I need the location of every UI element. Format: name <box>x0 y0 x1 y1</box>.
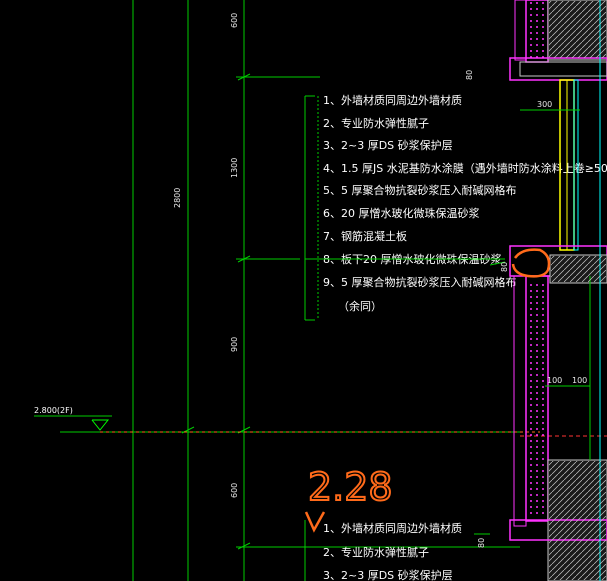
concrete-hatch-bottom <box>549 461 606 580</box>
elevation-marker: 2.800(2F) <box>34 406 112 431</box>
note-top-9: 9、5 厚聚合物抗裂砂浆压入耐碱网格布 <box>323 275 517 289</box>
note-top-10: （余同） <box>338 299 382 313</box>
dim-1300: 1300 <box>230 158 239 178</box>
note-top-2: 2、专业防水弹性腻子 <box>323 116 429 130</box>
note-top-3: 3、2~3 厚DS 砂浆保护层 <box>323 138 453 152</box>
concrete-hatch-top <box>549 1 606 58</box>
dim-80-top: 80 <box>465 70 474 80</box>
note-top-6: 6、20 厚憎水玻化微珠保温砂浆 <box>323 206 480 220</box>
notes-bottom: 1、外墙材质同周边外墙材质 2、专业防水弹性腻子 3、2~3 厚DS 砂浆保护层 <box>304 520 462 581</box>
insulation-hatch-top <box>528 0 546 58</box>
insulation-hatch-bottom <box>528 280 546 518</box>
handwritten-elevation: 2.28 <box>308 465 393 509</box>
dim-80-bottom: 80 <box>477 538 486 548</box>
dim-600-bottom: 600 <box>230 483 239 498</box>
dim-2800-overall: 2800 <box>173 188 182 208</box>
note-top-5: 5、5 厚聚合物抗裂砂浆压入耐碱网格布 <box>323 183 517 197</box>
note-top-1: 1、外墙材质同周边外墙材质 <box>323 93 462 107</box>
note-top-7: 7、钢筋混凝土板 <box>323 229 407 243</box>
elevation-label: 2.800(2F) <box>34 406 73 415</box>
note-leaders <box>305 258 506 266</box>
handwritten-markup: 2.28 <box>304 464 394 533</box>
note-top-4: 4、1.5 厚JS 水泥基防水涂膜（遇外墙时防水涂料上卷≥500） <box>323 161 607 175</box>
dim-900: 900 <box>230 337 239 352</box>
markup-circle <box>511 248 551 278</box>
concrete-hatch-mid <box>551 256 606 282</box>
dim-100-left: 100 <box>547 376 562 385</box>
note-bottom-2: 2、专业防水弹性腻子 <box>323 545 429 559</box>
note-bottom-1: 1、外墙材质同周边外墙材质 <box>323 521 462 535</box>
dim-100-right: 100 <box>572 376 587 385</box>
detail-dimensions: 80 300 80 100 100 80 <box>465 70 590 548</box>
note-bottom-3: 3、2~3 厚DS 砂浆保护层 <box>323 568 453 581</box>
dim-80-mid: 80 <box>500 262 509 272</box>
dim-300-top: 300 <box>537 100 552 109</box>
dim-600-top: 600 <box>230 13 239 28</box>
